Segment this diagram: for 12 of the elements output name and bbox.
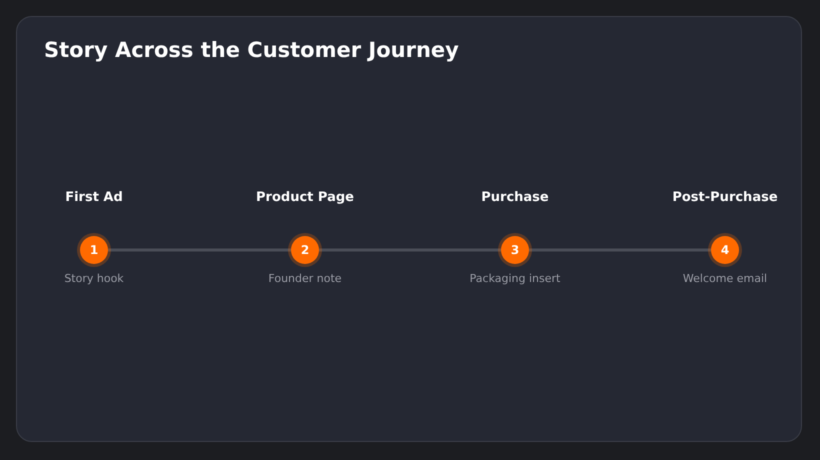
step-heading: Purchase <box>481 190 549 205</box>
step-caption: Packaging insert <box>470 272 560 285</box>
step-caption: Founder note <box>268 272 342 285</box>
connector-line <box>529 248 711 252</box>
connector-line <box>108 248 291 252</box>
connector-line <box>319 248 501 252</box>
step-heading: Product Page <box>256 190 354 205</box>
step-caption: Story hook <box>64 272 124 285</box>
title: Story Across the Customer Journey <box>44 38 459 62</box>
step-heading: First Ad <box>65 190 123 205</box>
step-heading: Post-Purchase <box>672 190 778 205</box>
step-caption: Welcome email <box>682 272 768 285</box>
